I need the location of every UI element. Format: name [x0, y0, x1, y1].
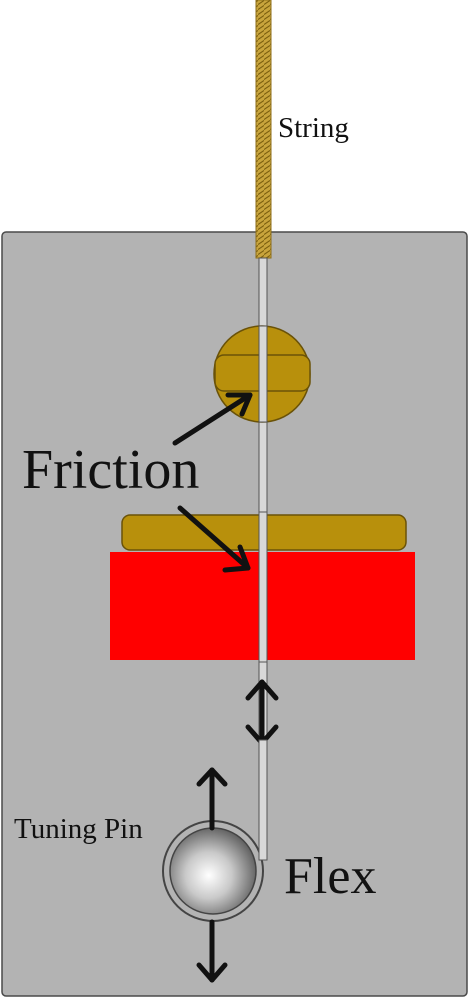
- friction-arrow-upper: [172, 392, 253, 446]
- flex-label: Flex: [284, 848, 376, 905]
- tuning-pin-label: Tuning Pin: [14, 813, 143, 845]
- string-wire-to-pin: [258, 739, 268, 861]
- string-wire-over-bar: [258, 511, 268, 663]
- pin-arrow-down: [196, 919, 228, 983]
- friction-label: Friction: [22, 439, 199, 501]
- wound-string: [255, 0, 272, 259]
- friction-arrow-lower: [177, 505, 251, 573]
- pin-arrow-up: [196, 767, 228, 831]
- string-wire-over-pin: [258, 325, 268, 423]
- string-label: String: [278, 112, 349, 144]
- tuning-pin: [169, 827, 257, 915]
